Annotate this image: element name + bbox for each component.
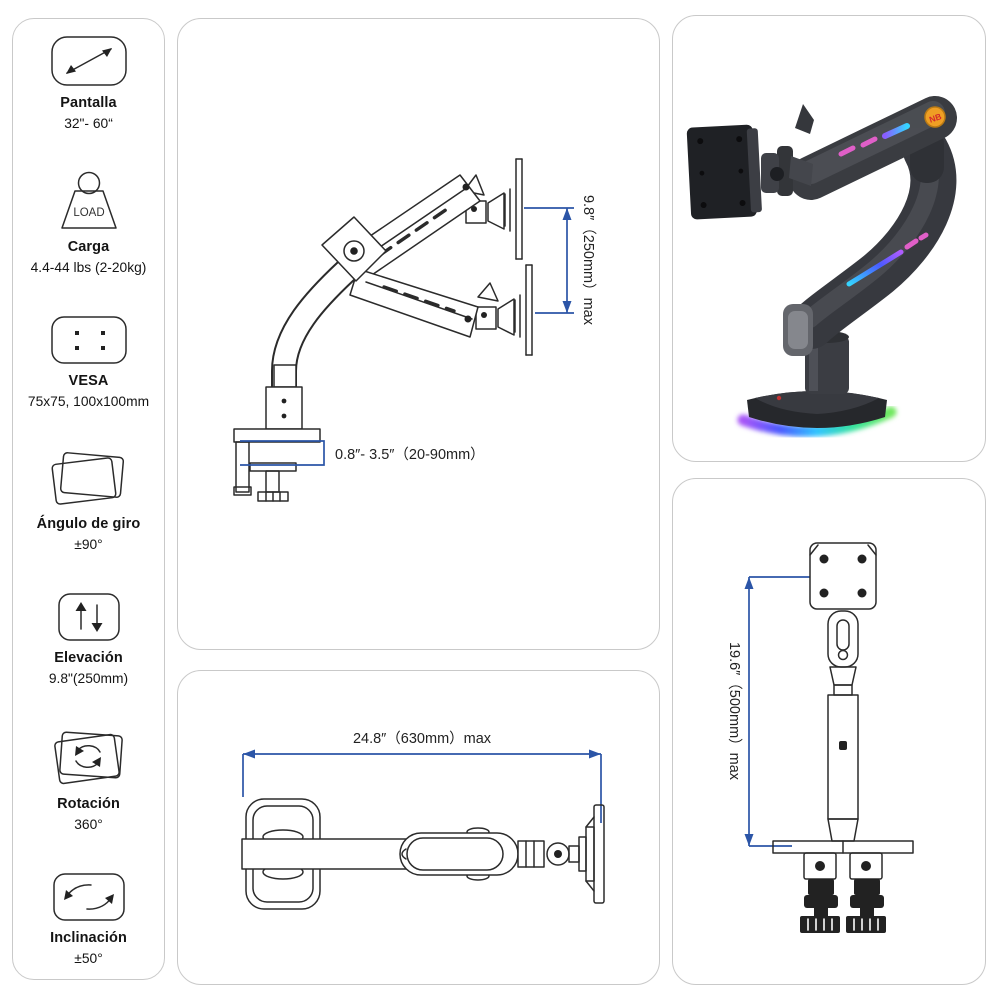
vesa-plate — [686, 124, 762, 220]
height-dimension-front — [748, 576, 810, 847]
spec-label: Carga — [67, 238, 110, 255]
spec-label: Elevación — [54, 650, 123, 667]
spec-item-vesa: VESA 75x75, 100x100mm — [28, 314, 149, 409]
front-view-drawing: 19.6″（500mm）max — [726, 542, 914, 933]
spec-item-elevation: Elevación 9.8"(250mm) — [49, 591, 128, 686]
brand-badge — [924, 106, 946, 128]
load-icon-text: LOAD — [73, 207, 104, 219]
product-photo-panel: NB — [672, 15, 986, 462]
spec-item-rotation: Rotación 360° — [47, 725, 131, 832]
spec-sidebar: Pantalla 32"- 60“ LOAD Carga 4.4-44 lbs … — [12, 18, 165, 980]
brand-badge-text: NB — [928, 111, 943, 124]
front-view-panel: 19.6″（500mm）max — [672, 478, 986, 985]
rgb-dash — [860, 136, 878, 148]
height-dimension-front-label: 19.6″（500mm）max — [726, 642, 743, 781]
clamp-dimension-label: 0.8″- 3.5″（20-90mm） — [335, 446, 485, 463]
spec-label: Ángulo de giro — [36, 516, 141, 533]
base-logo-dot — [776, 395, 782, 401]
spec-label: VESA — [68, 372, 109, 389]
spec-value: 360° — [74, 817, 103, 833]
spec-item-tilt: Inclinación ±50° — [50, 871, 127, 966]
spec-label: Pantalla — [60, 95, 117, 111]
width-dimension-label: 24.8″（630mm）max — [353, 730, 492, 747]
screen-diagonal-icon — [50, 36, 127, 86]
spec-item-swivel: Ángulo de giro ±90° — [37, 447, 141, 552]
rgb-strip-lower — [846, 249, 904, 287]
product-photo: NB — [686, 96, 957, 437]
spec-value: 4.4-44 lbs (2-20kg) — [30, 259, 147, 275]
spec-item-load: LOAD Carga 4.4-44 lbs (2-20kg) — [30, 170, 147, 275]
side-view-panel: 9.8″（250mm）max 0.8″- 3.5″（20-90mm） — [177, 18, 660, 650]
vesa-hinge — [777, 146, 793, 196]
load-weight-icon: LOAD — [60, 171, 117, 229]
spec-value: 75x75, 100x100mm — [27, 393, 150, 409]
spec-label: Rotación — [57, 796, 120, 813]
spec-value: ±50° — [74, 950, 103, 966]
top-view-drawing: 24.8″（630mm）max — [241, 730, 605, 910]
elevation-icon — [57, 593, 120, 642]
rotation-icon — [53, 731, 123, 785]
side-view-drawing: 9.8″（250mm）max 0.8″- 3.5″（20-90mm） — [233, 158, 597, 502]
spec-value: 9.8"(250mm) — [48, 671, 129, 687]
top-view-panel: 24.8″（630mm）max — [177, 670, 660, 985]
height-dimension — [524, 207, 574, 314]
spec-value: ±90° — [74, 537, 103, 553]
vesa-pattern-icon — [50, 315, 127, 364]
rgb-dash — [838, 145, 856, 157]
spec-item-screen-size: Pantalla 32"- 60“ — [49, 34, 129, 131]
spec-label: Inclinación — [50, 929, 127, 946]
tilt-icon — [52, 873, 125, 921]
height-dimension-label: 9.8″（250mm）max — [580, 195, 597, 326]
width-dimension — [242, 753, 602, 823]
swivel-icon — [51, 452, 125, 506]
rgb-strip-upper — [882, 123, 910, 139]
clamp-dimension-bracket — [240, 440, 325, 466]
spec-value: 32"- 60“ — [64, 116, 113, 131]
